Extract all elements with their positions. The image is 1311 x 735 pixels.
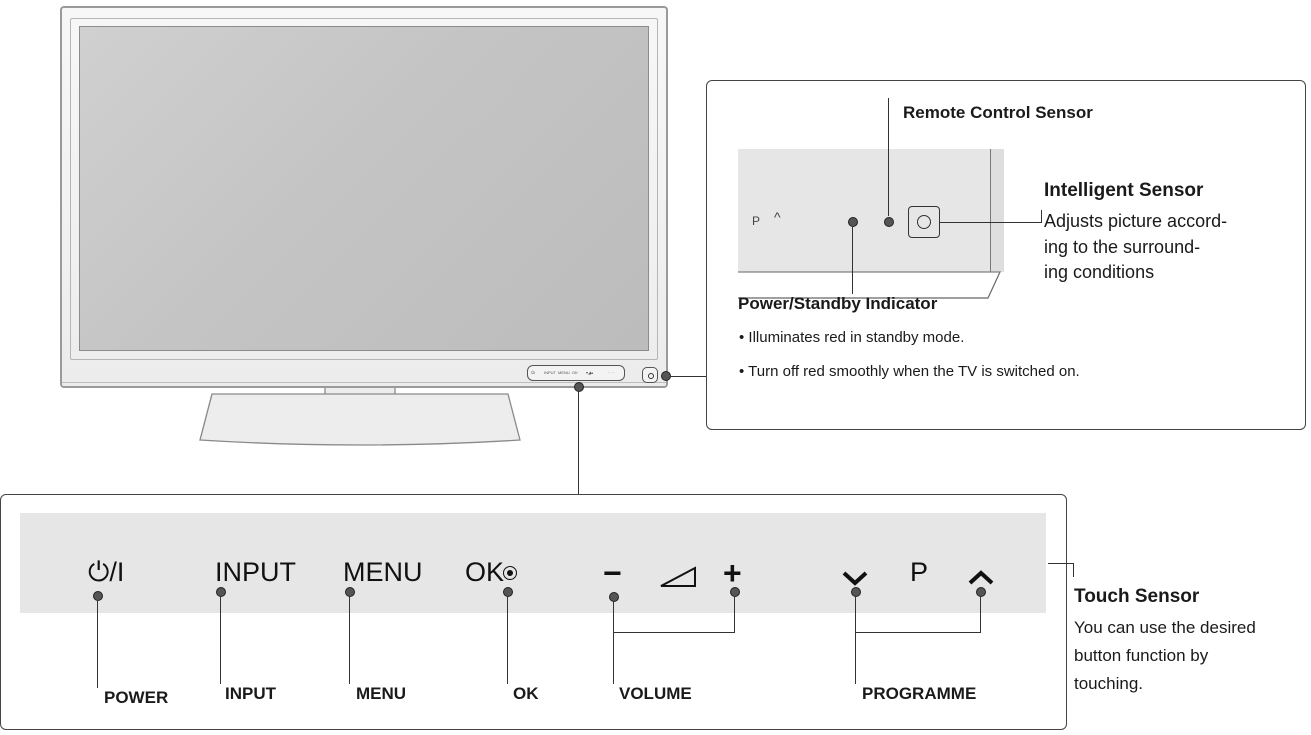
- input-glyph: INPUT: [215, 557, 296, 587]
- sensor-panel-edge: [990, 149, 1004, 272]
- tv-sensor-button: [642, 367, 658, 383]
- touch-panel-callout-box: [0, 494, 1067, 730]
- tv-stand: [199, 388, 521, 446]
- touch-sensor-leader-tick: [1073, 563, 1075, 577]
- programme-down-leader: [855, 596, 857, 684]
- volume-minus-leader: [613, 601, 615, 684]
- menu-leader: [349, 596, 351, 684]
- programme-up-leader: [980, 596, 982, 632]
- power-standby-title: Power/Standby Indicator: [738, 294, 938, 313]
- volume-label: VOLUME: [619, 684, 692, 703]
- touch-sensor-title: Touch Sensor: [1074, 586, 1200, 607]
- touch-sensor-desc-1: You can use the desired: [1074, 618, 1256, 637]
- menu-glyph: MENU: [343, 557, 423, 587]
- panel-up-mark: ^: [774, 209, 781, 225]
- programme-label: PROGRAMME: [862, 684, 977, 703]
- strip-leader-line: [578, 391, 580, 495]
- programme-down-icon: [842, 571, 868, 586]
- touch-sensor-leader: [1048, 563, 1074, 565]
- volume-wedge-icon: [660, 566, 696, 587]
- power-standby-note-1: • Illuminates red in standby mode.: [739, 329, 965, 346]
- remote-sensor-leader: [888, 98, 890, 216]
- touch-sensor-desc-2: button function by: [1074, 646, 1209, 665]
- ok-center-icon: [507, 570, 513, 576]
- tv-screen: [79, 26, 649, 351]
- power-glyph: ⏻/I: [88, 557, 125, 587]
- tv-bottom-edge: [62, 382, 666, 388]
- power-standby-note-2: • Turn off red smoothly when the TV is s…: [739, 363, 1080, 380]
- ok-ring-icon: [503, 566, 517, 580]
- volume-minus-glyph: −: [603, 555, 622, 591]
- intelligent-sensor-title: Intelligent Sensor: [1044, 180, 1204, 201]
- intelligent-sensor-desc-2: ing to the surround-: [1044, 237, 1201, 257]
- remote-control-sensor-label: Remote Control Sensor: [903, 103, 1093, 122]
- ok-label: OK: [513, 684, 539, 703]
- volume-bracket: [613, 632, 735, 634]
- ok-glyph: OK: [465, 557, 505, 587]
- sensor-panel-closeup: [738, 149, 1002, 272]
- remote-sensor-dot: [884, 217, 894, 227]
- intelligent-sensor-leader: [940, 222, 1042, 224]
- sensor-leader-line: [670, 376, 707, 378]
- power-leader: [97, 600, 99, 688]
- programme-p-glyph: P: [910, 557, 929, 587]
- programme-up-icon: [968, 570, 994, 585]
- menu-label: MENU: [356, 684, 407, 703]
- volume-plus-leader: [734, 596, 736, 632]
- intelligent-sensor-desc-1: Adjusts picture accord-: [1044, 211, 1228, 231]
- sensor-panel-ledge: [738, 271, 1001, 299]
- input-label: INPUT: [225, 684, 276, 703]
- touch-sensor-desc-3: touching.: [1074, 674, 1143, 693]
- intelligent-sensor-icon: [908, 206, 940, 238]
- sensor-callout-box: [706, 80, 1306, 430]
- input-leader: [220, 596, 222, 684]
- power-label: POWER: [104, 688, 169, 707]
- intelligent-sensor-leader-tick: [1041, 210, 1043, 223]
- touch-panel-strip: [20, 513, 1046, 613]
- programme-bracket: [855, 632, 981, 634]
- ok-leader: [507, 596, 509, 684]
- intelligent-sensor-desc-3: ing conditions: [1044, 262, 1155, 282]
- panel-p-mark: P: [752, 214, 761, 228]
- tv-bezel: [70, 18, 658, 360]
- volume-plus-glyph: +: [723, 555, 742, 591]
- power-indicator-leader: [852, 226, 854, 294]
